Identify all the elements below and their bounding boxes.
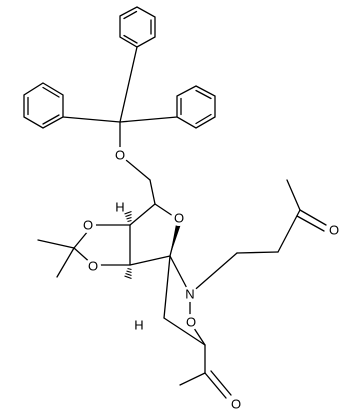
bond-cq-left-phenyl xyxy=(62,116,121,123)
atom-label-furanose-o: O xyxy=(174,211,184,226)
atom-label-side-chain-ketone-o: O xyxy=(329,223,339,238)
atom-labels: O O O O N O O O H H xyxy=(80,147,342,412)
phenyl-ring-left xyxy=(23,82,64,129)
atom-label-isoxazolidine-n: N xyxy=(185,287,194,302)
wedge-spiro-o xyxy=(170,221,182,256)
atom-label-isoxazolidine-o: O xyxy=(186,315,196,330)
bond-methyl-upper xyxy=(37,239,75,249)
bond-cq-top-phenyl xyxy=(119,46,138,123)
bond-cq-right-phenyl xyxy=(119,116,178,123)
stereo-h-upper xyxy=(124,210,132,223)
furanose-ring xyxy=(129,203,180,266)
trityl-group xyxy=(23,6,216,129)
phenyl-ring-top xyxy=(119,6,156,48)
atom-label-dioxolane-o-upper: O xyxy=(83,218,93,233)
atom-label-dioxolane-o-lower: O xyxy=(88,259,98,274)
atom-label-trityl-ether-o: O xyxy=(115,148,125,163)
acetyl-group xyxy=(179,344,232,399)
bond-ch2-c4 xyxy=(149,179,156,205)
atom-label-acetyl-o: O xyxy=(231,397,241,412)
atom-label-hydrogen-upper: H xyxy=(115,200,124,215)
bond-methyl-lower xyxy=(56,247,75,278)
atom-label-hydrogen-lower: H xyxy=(134,318,143,333)
phenyl-ring-right xyxy=(176,85,216,129)
butanone-side-chain xyxy=(189,179,327,295)
stereo-h-lower xyxy=(124,267,132,280)
